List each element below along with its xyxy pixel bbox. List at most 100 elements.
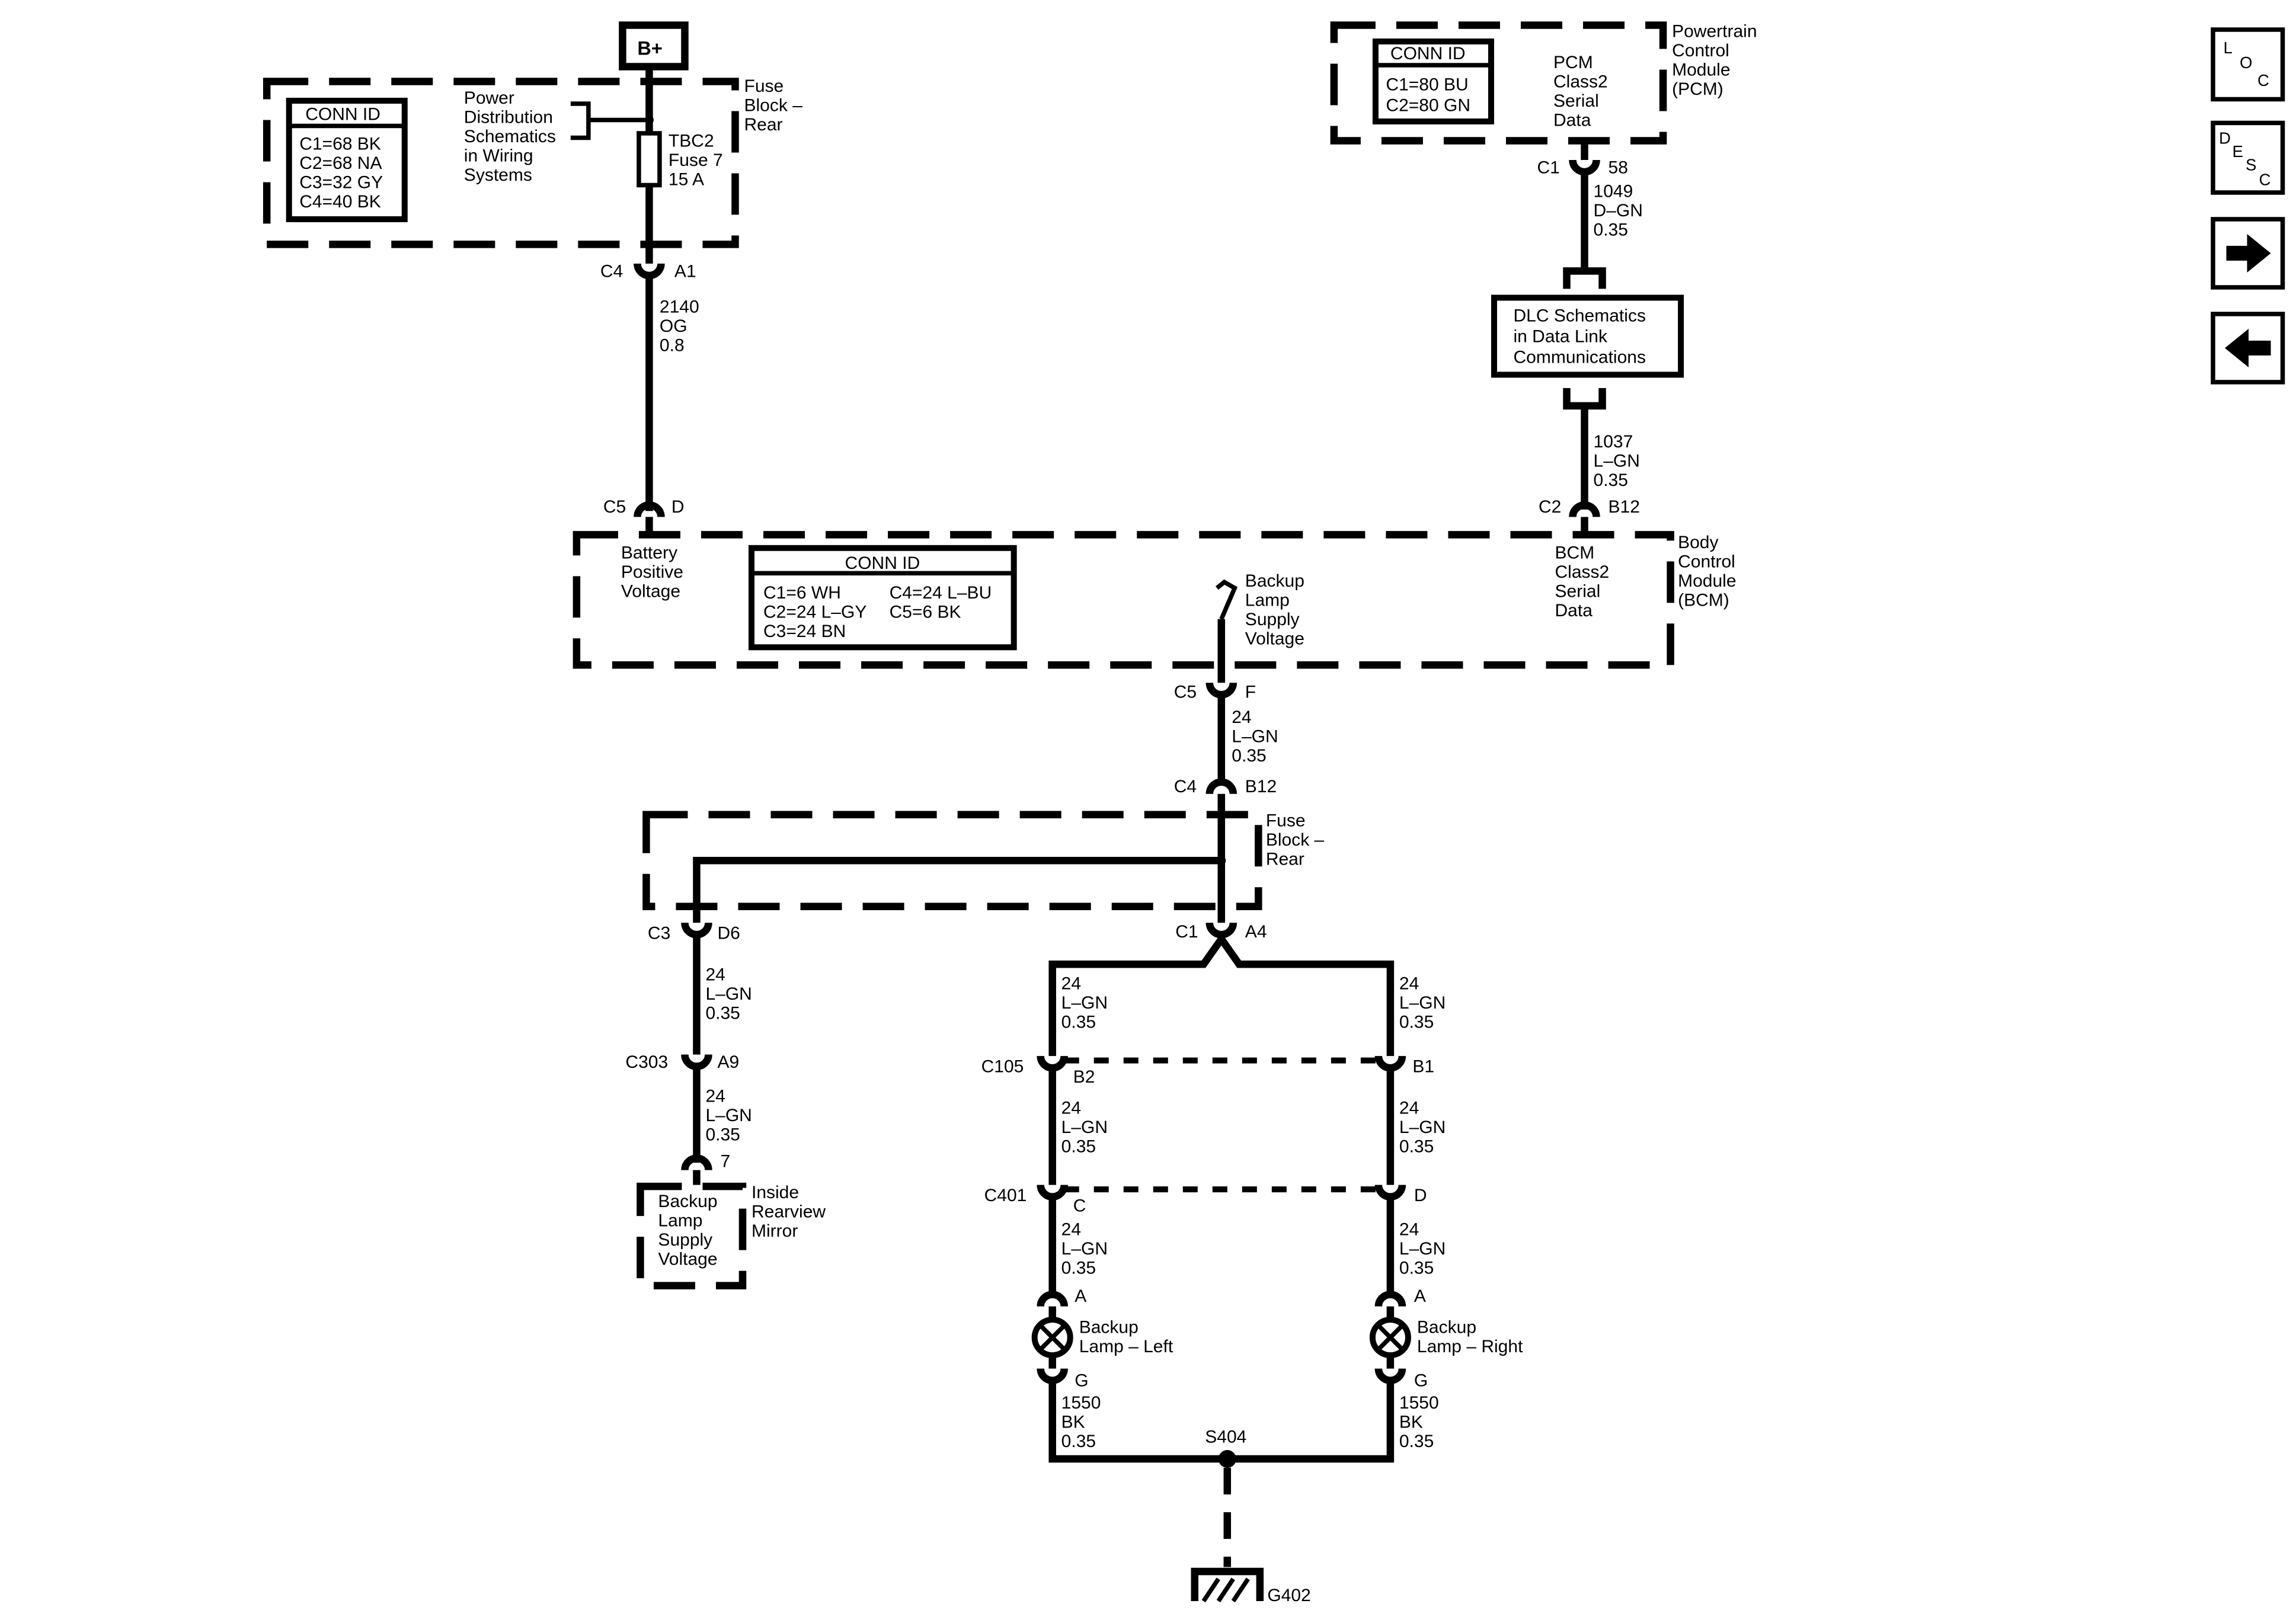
svg-text:A1: A1 <box>674 261 696 281</box>
svg-text:Body: Body <box>1678 533 1718 552</box>
fuse-label-line1: TBC2 <box>669 131 714 151</box>
svg-text:(PCM): (PCM) <box>1672 79 1723 99</box>
svg-text:24: 24 <box>1399 1099 1419 1118</box>
svg-text:D: D <box>2219 129 2231 147</box>
svg-text:in Data Link: in Data Link <box>1513 327 1607 346</box>
svg-text:BCM: BCM <box>1555 543 1595 562</box>
svg-text:7: 7 <box>720 1152 730 1172</box>
svg-text:S404: S404 <box>1205 1427 1246 1447</box>
svg-text:Fuse: Fuse <box>1266 811 1306 831</box>
prev-button[interactable] <box>2211 312 2285 385</box>
svg-text:Rearview: Rearview <box>752 1202 826 1222</box>
svg-text:C: C <box>2257 71 2269 89</box>
svg-text:BK: BK <box>1399 1413 1423 1432</box>
svg-text:Data: Data <box>1555 601 1593 620</box>
svg-text:0.35: 0.35 <box>1399 1259 1434 1278</box>
svg-text:Supply: Supply <box>1245 610 1300 629</box>
svg-text:0.35: 0.35 <box>1061 1259 1096 1278</box>
svg-text:24: 24 <box>1061 1220 1081 1240</box>
svg-text:0.35: 0.35 <box>1061 1432 1096 1451</box>
svg-text:L–GN: L–GN <box>1061 1118 1108 1137</box>
svg-text:0.35: 0.35 <box>1061 1137 1096 1157</box>
svg-text:L–GN: L–GN <box>705 984 752 1004</box>
fuse-block-title-line2: Block – <box>744 95 802 115</box>
svg-text:C303: C303 <box>625 1052 668 1072</box>
svg-text:Battery: Battery <box>621 543 677 562</box>
loc-button[interactable]: L O C <box>2211 27 2285 102</box>
svg-text:24: 24 <box>1061 974 1081 994</box>
svg-text:C401: C401 <box>984 1186 1027 1205</box>
svg-text:1550: 1550 <box>1399 1393 1439 1413</box>
svg-text:A9: A9 <box>717 1052 739 1072</box>
svg-text:E: E <box>2232 142 2243 161</box>
wire-1049-label: 1049 D–GN 0.35 <box>1594 181 1643 239</box>
svg-text:L–GN: L–GN <box>705 1106 752 1125</box>
svg-text:24: 24 <box>705 1087 725 1106</box>
svg-text:Class2: Class2 <box>1553 72 1608 91</box>
connector-c105: C105 B2 B1 <box>981 1055 1434 1087</box>
svg-text:L–GN: L–GN <box>1061 993 1108 1013</box>
wire-1550-left-label: 1550 BK 0.35 <box>1061 1393 1101 1451</box>
wire-24-a9-label: 24 L–GN 0.35 <box>705 1087 752 1145</box>
svg-text:2140: 2140 <box>660 297 699 316</box>
fuse-tbc2-symbol <box>637 131 662 188</box>
connector-c401: C401 C D <box>984 1185 1427 1216</box>
svg-text:24: 24 <box>1061 1099 1081 1118</box>
svg-text:PCM: PCM <box>1553 53 1593 72</box>
wire-24-d6-label: 24 L–GN 0.35 <box>705 965 752 1023</box>
svg-text:Backup: Backup <box>1245 571 1304 591</box>
svg-text:0.35: 0.35 <box>1399 1137 1434 1157</box>
fuse-block-title-line1: Fuse <box>744 76 784 96</box>
svg-text:B12: B12 <box>1609 497 1640 517</box>
svg-text:L: L <box>2223 39 2232 57</box>
svg-text:D: D <box>671 497 685 517</box>
svg-text:G: G <box>1414 1371 1428 1391</box>
svg-text:Lamp: Lamp <box>1245 590 1290 610</box>
svg-text:Voltage: Voltage <box>1245 629 1304 648</box>
desc-button[interactable]: D E S C <box>2211 120 2285 195</box>
svg-text:Lamp – Left: Lamp – Left <box>1079 1337 1173 1356</box>
svg-text:58: 58 <box>1609 158 1628 177</box>
wire-24-left-1: 24 L–GN 0.35 <box>1061 974 1108 1032</box>
wire-24-right-2: 24 L–GN 0.35 <box>1399 1099 1446 1157</box>
wire-24-bcm-label: 24 L–GN 0.35 <box>1232 708 1278 766</box>
svg-text:F: F <box>1245 682 1256 702</box>
connector-c3-d6: C3 D6 <box>648 922 740 943</box>
svg-text:Voltage: Voltage <box>621 581 680 601</box>
next-button[interactable] <box>2211 217 2285 290</box>
connector-c4-b12: C4 B12 <box>1174 777 1277 796</box>
fuse-block-conn-id-c3: C3=32 GY <box>299 172 383 192</box>
svg-text:OG: OG <box>660 316 687 336</box>
svg-text:C: C <box>1073 1196 1086 1216</box>
fuse-block-rear-mid: Fuse Block – Rear <box>642 811 1325 910</box>
fuse-block-ref-line1: Power <box>464 88 514 108</box>
svg-text:Supply: Supply <box>658 1230 712 1250</box>
dlc-reference-box: DLC Schematics in Data Link Communicatio… <box>1491 295 1684 378</box>
fuse-block-conn-id-c4: C4=40 BK <box>299 192 381 212</box>
svg-text:Serial: Serial <box>1555 581 1601 601</box>
connector-c5-f: C5 F <box>1174 682 1256 702</box>
backup-lamp-right: A G Backup Lamp – Right <box>1369 1286 1523 1391</box>
svg-text:C4: C4 <box>1174 777 1197 796</box>
pcm-conn-id-title: CONN ID <box>1390 44 1466 63</box>
svg-text:Lamp – Right: Lamp – Right <box>1417 1337 1523 1356</box>
pcm-conn-id-c1: C1=80 BU <box>1386 75 1468 94</box>
svg-text:D: D <box>1414 1186 1427 1205</box>
svg-text:24: 24 <box>705 965 725 985</box>
splice-s404: S404 <box>1205 1427 1246 1468</box>
svg-text:Voltage: Voltage <box>658 1250 717 1269</box>
bcm-conn-id-c1: C1=6 WH <box>763 583 841 603</box>
svg-text:L–GN: L–GN <box>1399 993 1446 1013</box>
svg-text:0.35: 0.35 <box>705 1125 740 1145</box>
svg-text:Backup: Backup <box>1417 1318 1476 1337</box>
svg-text:0.35: 0.35 <box>1232 746 1266 766</box>
svg-text:0.35: 0.35 <box>1399 1013 1434 1032</box>
svg-text:L–GN: L–GN <box>1399 1118 1446 1137</box>
backup-lamp-left: A G Backup Lamp – Left <box>1031 1286 1173 1391</box>
wire-24-left-3: 24 L–GN 0.35 <box>1061 1220 1108 1278</box>
svg-text:C3: C3 <box>648 924 670 943</box>
inside-rearview-mirror: Backup Lamp Supply Voltage Inside Rearvi… <box>637 1182 826 1289</box>
svg-text:C: C <box>2259 170 2271 188</box>
svg-text:24: 24 <box>1399 1220 1419 1240</box>
